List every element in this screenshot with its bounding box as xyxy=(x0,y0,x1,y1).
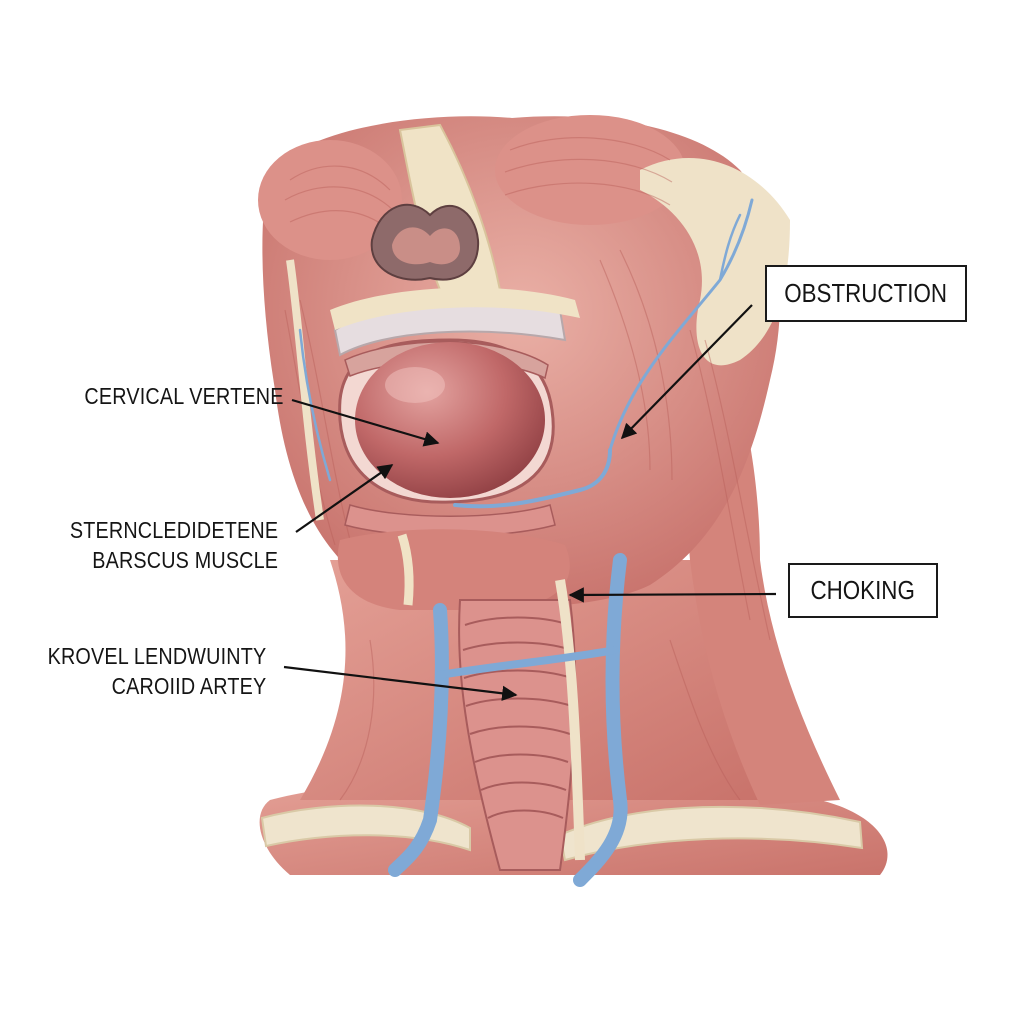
pointer-sterno xyxy=(295,464,394,533)
bolus-highlight xyxy=(385,367,445,403)
chin-muscle xyxy=(337,529,570,610)
choking-label-box: CHOKING xyxy=(788,563,938,618)
clavicle-right xyxy=(558,805,864,862)
pointer-choking xyxy=(568,587,777,603)
label-carotid-line2: CAROIID ARTEY xyxy=(111,673,266,699)
label-carotid-line1: KROVEL LENDWUINTY xyxy=(47,643,266,669)
nasal-cavity-inner xyxy=(392,227,460,265)
neck-fascia-strand xyxy=(555,579,585,861)
upper-muscle-right xyxy=(495,115,685,225)
label-pointers xyxy=(283,304,777,701)
obstruction-label-box: OBSTRUCTION xyxy=(765,265,967,322)
tracheal-rings xyxy=(462,616,573,819)
label-sternocleido: STERNCLEDIDETENE BARSCUS MUSCLE xyxy=(70,515,278,575)
clavicle-left xyxy=(260,804,471,852)
label-sternocleido-line2: BARSCUS MUSCLE xyxy=(92,547,279,573)
chin-fascia-strip xyxy=(397,533,414,606)
palate-fascia xyxy=(330,287,580,330)
choking-label: CHOKING xyxy=(810,575,916,605)
pointer-cervical xyxy=(291,398,440,447)
label-sternocleido-line1: STERNCLEDIDETENE xyxy=(69,517,278,543)
right-fascia-band xyxy=(640,158,790,366)
side-fascia-left xyxy=(286,259,324,521)
veins xyxy=(298,198,754,887)
label-carotid: KROVEL LENDWUINTY CAROIID ARTEY xyxy=(47,641,266,701)
upper-muscle-left xyxy=(258,140,402,260)
pointer-obstruction xyxy=(620,304,753,440)
label-cervical-vertebra: CERVICAL VERTENE xyxy=(85,381,284,411)
pointer-carotid xyxy=(283,665,518,701)
label-cervical-vertebra-text: CERVICAL VERTENE xyxy=(84,383,284,409)
obstruction-bolus xyxy=(355,342,545,498)
obstruction-label: OBSTRUCTION xyxy=(784,278,948,308)
